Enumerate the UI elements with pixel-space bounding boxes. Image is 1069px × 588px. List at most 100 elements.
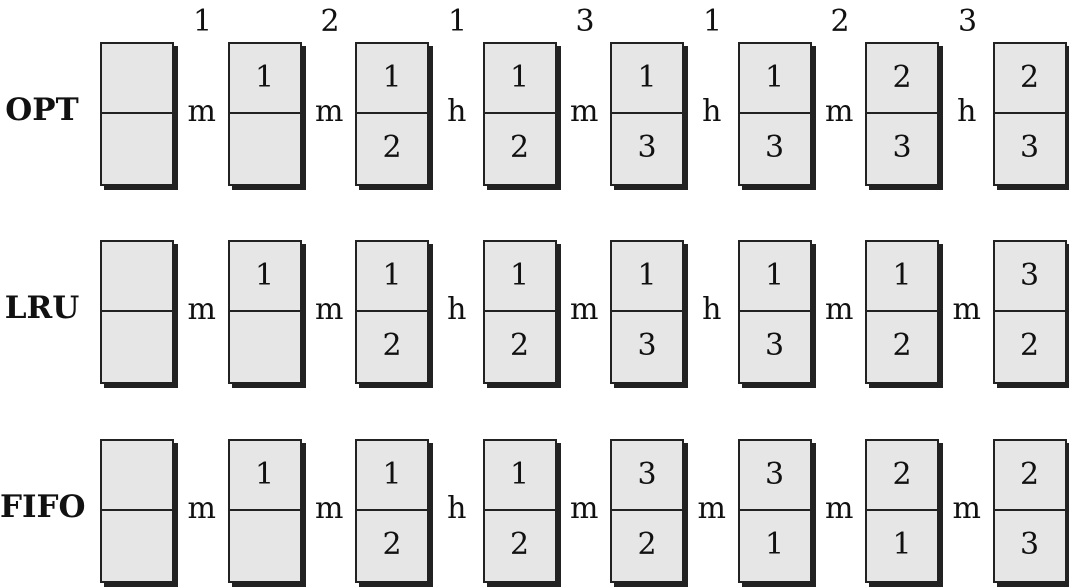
reference-string-item: 2 (830, 4, 850, 39)
hit-miss-marker: m (187, 292, 216, 327)
memory-frame-set (100, 240, 174, 384)
frame-slot-top (102, 44, 172, 112)
frame-divider (867, 509, 937, 511)
memory-frame-set: 1 (227, 439, 302, 583)
hit-miss-marker: h (702, 94, 722, 129)
frame-divider (867, 310, 937, 312)
algorithm-label: LRU (4, 290, 80, 326)
frame-divider (357, 112, 427, 114)
frame-slot-top: 2 (1019, 60, 1040, 95)
memory-frame-set (100, 439, 174, 583)
frame-divider (994, 310, 1065, 312)
frame-slot-bottom: 3 (892, 130, 912, 165)
frame-divider (102, 310, 172, 312)
frame-slot-bottom: 3 (1019, 527, 1040, 562)
frame-divider (612, 509, 682, 511)
frame-divider (994, 509, 1065, 511)
frame-divider (484, 310, 555, 312)
frame-slot-bottom: 3 (764, 328, 785, 363)
hit-miss-marker: m (825, 491, 854, 526)
frame-divider (994, 112, 1065, 114)
frame-divider (102, 112, 172, 114)
hit-miss-marker: m (952, 491, 981, 526)
frame-divider (229, 310, 300, 312)
frame-slot-bottom (102, 312, 172, 380)
frame-slot-bottom (230, 312, 300, 380)
frame-divider (357, 310, 427, 312)
frame-slot-top: 3 (764, 457, 785, 492)
frame-slot-top: 1 (382, 457, 402, 492)
reference-string-item: 1 (192, 4, 213, 39)
frame-slot-top: 1 (637, 60, 657, 95)
frame-slot-top: 1 (254, 258, 275, 293)
frame-slot-bottom: 2 (892, 328, 912, 363)
algorithm-label: OPT (5, 92, 79, 128)
frame-divider (357, 509, 427, 511)
frame-slot-bottom (230, 511, 300, 579)
hit-miss-marker: h (447, 94, 467, 129)
frame-slot-bottom: 2 (637, 527, 657, 562)
hit-miss-marker: m (570, 292, 599, 327)
frame-slot-top: 2 (892, 457, 912, 492)
frame-slot-top: 1 (509, 60, 530, 95)
frame-slot-top: 2 (1019, 457, 1040, 492)
frame-divider (739, 112, 810, 114)
frame-divider (484, 509, 555, 511)
frame-divider (739, 509, 810, 511)
frame-slot-bottom: 1 (764, 527, 785, 562)
memory-frame-set: 1 (227, 240, 302, 384)
frame-slot-top: 1 (764, 258, 785, 293)
hit-miss-marker: m (952, 292, 981, 327)
frame-slot-bottom: 2 (382, 527, 402, 562)
frame-divider (612, 310, 682, 312)
frame-divider (229, 509, 300, 511)
hit-miss-marker: m (825, 292, 854, 327)
frame-slot-bottom: 3 (764, 130, 785, 165)
algorithm-label: FIFO (0, 489, 86, 525)
reference-string-item: 2 (320, 4, 340, 39)
frame-slot-bottom (102, 511, 172, 579)
frame-slot-top: 1 (382, 258, 402, 293)
frame-divider (612, 112, 682, 114)
frame-slot-top: 1 (509, 457, 530, 492)
hit-miss-marker: m (697, 491, 726, 526)
memory-frame-set: 1 (227, 42, 302, 186)
frame-slot-bottom: 2 (509, 527, 530, 562)
memory-frame-set (100, 42, 174, 186)
hit-miss-marker: m (315, 491, 344, 526)
frame-slot-top: 3 (637, 457, 657, 492)
frame-slot-top: 1 (254, 457, 275, 492)
frame-slot-top (102, 242, 172, 310)
hit-miss-marker: h (702, 292, 722, 327)
frame-divider (484, 112, 555, 114)
reference-string-item: 3 (957, 4, 978, 39)
frame-slot-bottom: 2 (382, 130, 402, 165)
reference-string-item: 3 (575, 4, 595, 39)
frame-divider (867, 112, 937, 114)
frame-slot-top: 2 (892, 60, 912, 95)
frame-slot-top: 1 (509, 258, 530, 293)
frame-divider (229, 112, 300, 114)
frame-divider (102, 509, 172, 511)
frame-slot-bottom: 2 (382, 328, 402, 363)
reference-string-item: 1 (447, 4, 468, 39)
frame-slot-bottom (102, 114, 172, 182)
hit-miss-marker: m (315, 292, 344, 327)
hit-miss-marker: m (570, 491, 599, 526)
frame-slot-bottom (230, 114, 300, 182)
hit-miss-marker: h (447, 292, 467, 327)
frame-slot-bottom: 2 (509, 130, 530, 165)
